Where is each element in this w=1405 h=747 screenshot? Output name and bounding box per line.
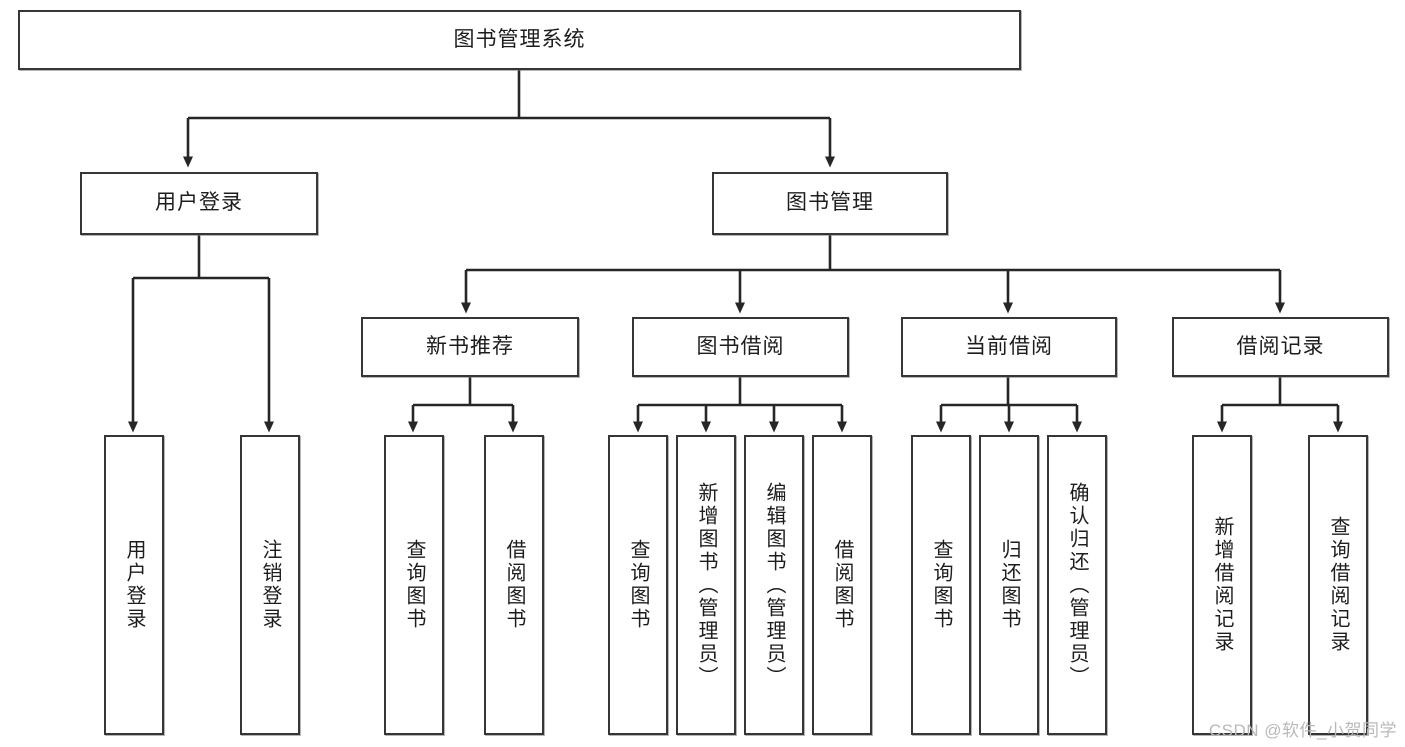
node-label: 用户登录 <box>123 539 145 631</box>
leaf-book-borrow-borrow-book[interactable]: 借阅图书 <box>812 435 872 735</box>
node-label: 新增图书（管理员） <box>695 481 717 689</box>
leaf-new-books-query-book[interactable]: 查询图书 <box>384 435 444 735</box>
node-label: 查询图书 <box>627 539 649 631</box>
node-label: 图书管理 <box>786 191 874 215</box>
leaf-user-login-logout[interactable]: 注销登录 <box>240 435 300 735</box>
node-label: 确认归还（管理员） <box>1066 481 1088 689</box>
node-label: 新书推荐 <box>426 334 514 358</box>
node-label: 借阅图书 <box>831 539 853 631</box>
leaf-book-borrow-query-book[interactable]: 查询图书 <box>608 435 668 735</box>
node-label: 借阅记录 <box>1236 334 1325 358</box>
leaf-user-login-login[interactable]: 用户登录 <box>104 435 164 735</box>
node-book-management[interactable]: 图书管理 <box>712 172 948 235</box>
node-root-library-management-system[interactable]: 图书管理系统 <box>18 10 1021 70</box>
csdn-watermark: CSDN @软件_小贺同学 <box>1208 721 1397 740</box>
node-user-login[interactable]: 用户登录 <box>80 172 318 235</box>
leaf-borrow-record-query-record[interactable]: 查询借阅记录 <box>1308 435 1368 735</box>
node-label: 新增借阅记录 <box>1211 516 1233 654</box>
leaf-current-borrow-confirm-return-admin[interactable]: 确认归还（管理员） <box>1047 435 1107 735</box>
node-label: 图书管理系统 <box>453 27 586 51</box>
node-current-borrowing[interactable]: 当前借阅 <box>901 317 1117 377</box>
leaf-book-borrow-edit-book-admin[interactable]: 编辑图书（管理员） <box>744 435 804 735</box>
node-label: 当前借阅 <box>965 334 1053 358</box>
node-label: 编辑图书（管理员） <box>763 481 785 689</box>
node-borrowing-records[interactable]: 借阅记录 <box>1172 317 1389 377</box>
node-label: 用户登录 <box>155 191 243 215</box>
node-label: 归还图书 <box>998 539 1020 631</box>
node-label: 图书借阅 <box>696 334 785 358</box>
leaf-current-borrow-query-book[interactable]: 查询图书 <box>911 435 971 735</box>
node-label: 查询图书 <box>930 539 952 631</box>
node-label: 查询借阅记录 <box>1327 516 1349 654</box>
leaf-book-borrow-add-book-admin[interactable]: 新增图书（管理员） <box>676 435 736 735</box>
node-label: 注销登录 <box>259 539 281 631</box>
node-label: 借阅图书 <box>503 539 525 631</box>
node-new-book-recommendation[interactable]: 新书推荐 <box>361 317 579 377</box>
node-book-borrowing[interactable]: 图书借阅 <box>632 317 849 377</box>
leaf-new-books-borrow-book[interactable]: 借阅图书 <box>484 435 544 735</box>
node-label: 查询图书 <box>403 539 425 631</box>
leaf-current-borrow-return-book[interactable]: 归还图书 <box>979 435 1039 735</box>
leaf-borrow-record-add-record[interactable]: 新增借阅记录 <box>1192 435 1252 735</box>
